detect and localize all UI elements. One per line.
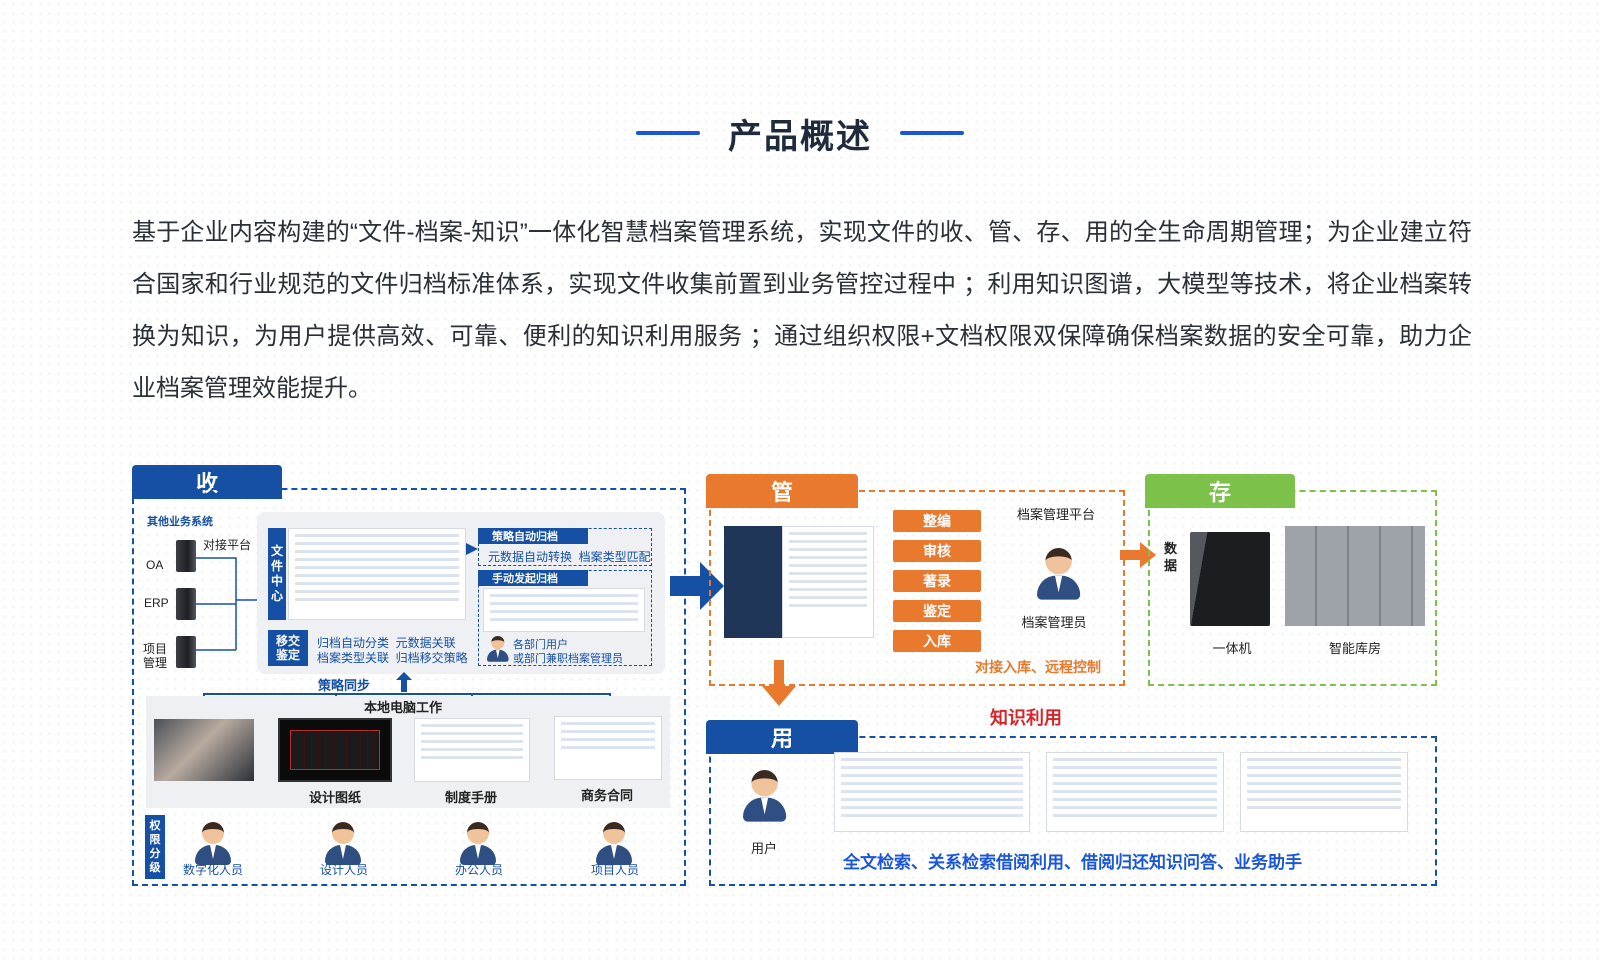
erp-server-icon	[176, 588, 196, 620]
user-label: 用户	[750, 841, 777, 856]
role-avatar-design	[325, 822, 361, 865]
btn-jianding[interactable]: 鉴定	[893, 600, 981, 622]
page-title: 产品概述	[728, 117, 872, 156]
doc-label-contract: 商务合同	[580, 788, 633, 803]
btn-ruku[interactable]: 入库	[893, 630, 981, 652]
dept-users-line2: 或部门兼职档案管理员	[513, 653, 623, 665]
local-work-label: 本地电脑工作	[364, 700, 443, 715]
manual-archive-title: 手动发起归档	[478, 570, 588, 586]
arrow-up-icon	[396, 672, 412, 692]
strategy-sync-label: 策略同步	[318, 678, 371, 693]
role-avatar-office	[460, 822, 496, 865]
doc-label-manual: 制度手册	[444, 790, 497, 805]
other-systems-label: 其他业务系统	[147, 516, 213, 528]
search-screenshot	[834, 752, 1030, 832]
title-bar: 产品概述	[0, 105, 1600, 161]
orange-arrow-down-icon	[762, 660, 796, 706]
user-avatar	[743, 770, 787, 822]
file-center-screenshot	[288, 528, 466, 620]
archive-admin-label: 档案管理员	[1021, 615, 1087, 630]
role-label-project: 项目人员	[591, 863, 640, 877]
btn-zhulu[interactable]: 著录	[893, 570, 981, 592]
role-label-digital: 数字化人员	[183, 863, 244, 877]
btn-zhengbian[interactable]: 整编	[893, 510, 981, 532]
transfer-items-1: 归档自动分类 元数据关联	[317, 636, 456, 650]
manual-document-image	[414, 718, 530, 782]
all-in-one-machine-image	[1190, 532, 1270, 626]
storeroom-label: 智能库房	[1328, 641, 1381, 656]
doc-label-design: 设计图纸	[308, 790, 361, 805]
dept-users-line1: 各部门用户	[513, 639, 568, 651]
knowledge-use-label: 知识利用	[990, 708, 1062, 728]
yong-section	[709, 736, 1437, 886]
cun-section	[1148, 490, 1437, 686]
machine-label: 一体机	[1212, 641, 1252, 656]
role-label-office: 办公人员	[455, 863, 504, 877]
smart-storeroom-image	[1285, 526, 1425, 626]
title-left-line	[636, 131, 700, 135]
guan-caption: 对接入库、远程控制	[975, 659, 1101, 675]
archive-admin-avatar	[1037, 548, 1081, 600]
source-erp-label: ERP	[144, 596, 169, 610]
arrow-right-icon	[466, 543, 478, 555]
role-avatar-project	[596, 822, 632, 865]
archive-platform-label: 档案管理平台	[1016, 507, 1095, 522]
borrow-screenshot	[1046, 752, 1224, 832]
guan-section	[709, 490, 1125, 686]
contract-document-image	[554, 716, 662, 780]
transfer-label: 移交 鉴定	[268, 630, 308, 666]
file-center-label: 文 件 中 心	[268, 528, 286, 620]
office-photo	[154, 719, 254, 781]
oa-server-icon	[176, 540, 196, 572]
orange-arrow-right-icon	[1120, 542, 1156, 568]
transfer-items-2: 档案类型关联 归档移交策略	[317, 651, 468, 665]
manual-archive-screenshot	[483, 588, 645, 632]
role-label-design: 设计人员	[320, 863, 369, 877]
dept-user-avatar	[487, 636, 509, 662]
shou-section	[132, 488, 686, 886]
btn-shenhe[interactable]: 审核	[893, 540, 981, 562]
pm-server-icon	[176, 636, 196, 668]
product-description: 基于企业内容构建的“文件-档案-知识”一体化智慧档案管理系统，实现文件的收、管、…	[132, 219, 1472, 402]
design-drawing-image	[278, 718, 392, 782]
data-label: 数 据	[1164, 541, 1178, 573]
platform-main-screenshot	[782, 526, 874, 638]
role-avatar-digital	[195, 822, 231, 865]
yong-caption: 全文检索、关系检索借阅利用、借阅归还知识问答、业务助手	[843, 853, 1302, 872]
platform-sidebar-screenshot	[724, 526, 782, 638]
assistant-screenshot	[1240, 752, 1408, 832]
source-oa-label: OA	[146, 558, 164, 572]
strategy-auto-title: 策略自动归档	[478, 528, 588, 544]
interface-platform-label: 对接平台	[203, 538, 252, 552]
permission-label: 权 限 分 级	[145, 815, 165, 879]
source-pm-label: 项目 管理	[143, 642, 168, 670]
title-right-line	[900, 131, 964, 135]
strategy-auto-items: 元数据自动转换 档案类型匹配	[488, 550, 651, 564]
